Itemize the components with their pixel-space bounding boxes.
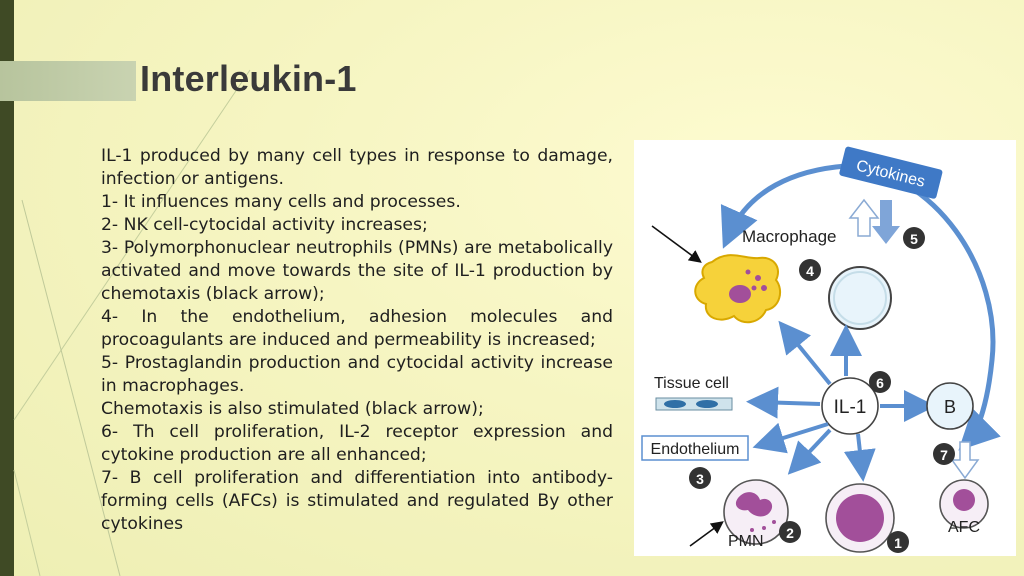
tissue-nucleus: [664, 400, 686, 408]
nk-nucleus: [836, 494, 884, 542]
svg-text:5: 5: [910, 231, 918, 247]
badge-5: 5: [903, 227, 925, 249]
tissue-cell-label: Tissue cell: [654, 375, 729, 392]
endothelium-box: [641, 435, 749, 461]
chemotaxis-arrow-macrophage: [651, 225, 702, 263]
paragraph-chemotaxis: Chemotaxis is also stimulated (black arr…: [101, 399, 484, 419]
diagram-svg: Cytokines Macrophage IL-1 Tissue cell: [641, 146, 1001, 553]
paragraph-point-3: 3- Polymorphonuclear neutrophils (PMNs) …: [101, 238, 613, 304]
granule: [751, 285, 757, 291]
granule: [745, 269, 751, 275]
arrow-il1-to-pmn: [787, 428, 832, 475]
macrophage-nucleus: [729, 285, 751, 303]
arrow-il1-to-nk: [843, 433, 876, 482]
paragraph-point-4: 4- In the endothelium, adhesion molecule…: [101, 307, 613, 350]
afc-nucleus: [953, 489, 975, 511]
arrow-il1-to-tissue: [746, 386, 821, 419]
badge-2: 2: [779, 521, 801, 543]
tissue-nucleus: [696, 400, 718, 408]
badge-4: 4: [799, 259, 821, 281]
pmn-nucleus: [735, 492, 773, 517]
paragraph-intro: IL-1 produced by many cell types in resp…: [101, 146, 613, 189]
badge-6: 6: [869, 371, 891, 393]
left-accent-bar: [0, 0, 14, 576]
il1-effects-diagram: Cytokines Macrophage IL-1 Tissue cell: [634, 140, 1016, 556]
badge-1: 1: [887, 531, 909, 553]
svg-text:1: 1: [894, 535, 902, 551]
hollow-down-arrow-b-afc: [950, 441, 980, 480]
afc-label: AFC: [948, 519, 980, 536]
granule: [772, 520, 776, 524]
b-label: B: [944, 397, 956, 417]
pmn-label: PMN: [728, 533, 764, 550]
il1-center-node: [821, 377, 879, 435]
blue-down-arrow: [872, 200, 900, 244]
badge-7: 7: [933, 443, 955, 465]
il1-label: IL-1: [834, 397, 867, 418]
paragraph-point-6: 6- Th cell proliferation, IL-2 receptor …: [101, 422, 613, 465]
slide-title: Interleukin-1: [140, 58, 357, 99]
granule: [762, 526, 766, 530]
granule: [750, 528, 754, 532]
arrow-il1-to-macrophage: [778, 320, 832, 386]
paragraph-point-1: 1- It influences many cells and processe…: [101, 192, 461, 212]
endothelium-label: Endothelium: [651, 441, 740, 458]
svg-text:3: 3: [696, 471, 704, 487]
title-accent-band: [0, 61, 136, 101]
svg-text:4: 4: [806, 263, 814, 279]
body-text: IL-1 produced by many cell types in resp…: [101, 145, 613, 536]
svg-text:7: 7: [940, 447, 948, 463]
badge-3: 3: [689, 467, 711, 489]
hollow-up-arrow: [848, 198, 880, 237]
th-cell: [828, 266, 892, 330]
paragraph-point-7: 7- B cell proliferation and differentiat…: [101, 468, 613, 534]
granule: [761, 285, 767, 291]
paragraph-point-2: 2- NK cell-cytocidal activity increases;: [101, 215, 428, 235]
paragraph-point-5: 5- Prostaglandin production and cytocida…: [101, 353, 613, 396]
svg-text:2: 2: [786, 525, 794, 541]
arrow-il1-to-endothelium: [752, 422, 829, 454]
svg-text:6: 6: [876, 375, 884, 391]
b-cell: [926, 382, 974, 430]
cytokine-arc-to-macrophage: [720, 163, 847, 249]
granule: [755, 275, 761, 281]
chemotaxis-arrow-pmn: [689, 521, 724, 547]
cytokines-banner: Cytokines: [839, 146, 943, 199]
macrophage-label: Macrophage: [742, 227, 837, 246]
